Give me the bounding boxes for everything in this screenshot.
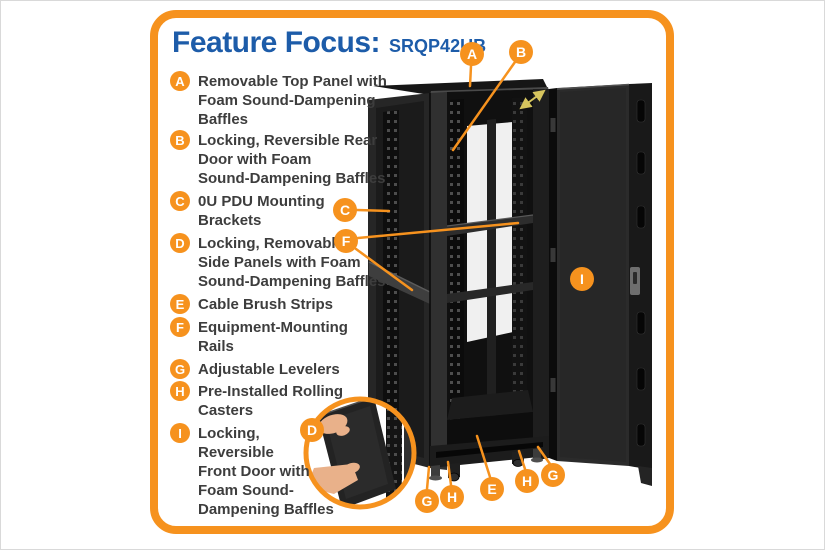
door-lock: [630, 267, 640, 295]
door-swing-arrow: [519, 89, 546, 110]
feature-badge-b: B: [170, 130, 190, 150]
inset-ring: [303, 396, 417, 510]
callout-badge-a: A: [460, 42, 484, 66]
door-hinge: [549, 88, 557, 461]
feature-item-i: I Locking, Reversible Front Door with Fo…: [170, 423, 334, 519]
feature-text-c: 0U PDU Mounting Brackets: [198, 193, 325, 229]
feature-text-h: Pre-Installed Rolling Casters: [198, 383, 344, 419]
callout-line-f-left: [354, 247, 414, 292]
front-right-post: [533, 89, 549, 461]
callout-badge-e: E: [480, 477, 504, 501]
callout-line-g-left: [425, 465, 431, 491]
callout-line-a: [468, 64, 473, 88]
leveler-right: [531, 448, 543, 463]
door-vent-slots: [636, 99, 646, 447]
side-panel-inset: [303, 396, 417, 510]
callout-badge-d: D: [300, 418, 324, 442]
feature-badge-d: D: [170, 233, 190, 253]
callout-lines: [354, 60, 552, 491]
feature-item-g: G Adjustable Levelers: [170, 359, 340, 379]
callout-badge-c: C: [333, 198, 357, 222]
rack-front-door: [549, 83, 652, 486]
callout-badge-g-right: G: [541, 463, 565, 487]
callout-badge-h-left: H: [440, 485, 464, 509]
feature-text-f: Equipment-Mounting Rails: [198, 319, 348, 355]
feature-item-f: F Equipment-Mounting Rails: [170, 317, 348, 356]
feature-text-e: Cable Brush Strips: [198, 296, 334, 313]
feature-text-b: Locking, Reversible Rear Door with Foam …: [198, 132, 386, 187]
callout-line-h-right: [517, 449, 527, 471]
feature-badge-g: G: [170, 359, 190, 379]
leveler-left: [429, 465, 442, 481]
caster-left: [448, 463, 460, 482]
title-text: Feature Focus:: [172, 26, 381, 59]
feature-item-e: E Cable Brush Strips: [170, 294, 334, 314]
feature-text-g: Adjustable Levelers: [198, 361, 340, 378]
feature-item-c: C 0U PDU Mounting Brackets: [170, 191, 325, 230]
feature-item-h: H Pre-Installed Rolling Casters: [170, 381, 344, 420]
feature-text-a: Removable Top Panel with Foam Sound-Damp…: [198, 73, 387, 128]
page-title: Feature Focus: SRQP42UB: [172, 26, 486, 60]
feature-badge-a: A: [170, 71, 190, 91]
rack-floor: [447, 390, 533, 420]
feature-item-b: B Locking, Reversible Rear Door with Foa…: [170, 130, 386, 188]
feature-badge-f: F: [170, 317, 190, 337]
feature-badge-h: H: [170, 381, 190, 401]
callout-badge-i: I: [570, 267, 594, 291]
feature-item-a: A Removable Top Panel with Foam Sound-Da…: [170, 71, 387, 129]
feature-text-d: Locking, Removable Side Panels with Foam…: [198, 235, 386, 290]
feature-badge-i: I: [170, 423, 190, 443]
callout-badge-h-right: H: [515, 469, 539, 493]
callout-line-e: [475, 434, 492, 479]
rack-cabinet: [368, 79, 549, 482]
door-foot: [638, 466, 652, 486]
callout-line-h-left: [446, 460, 453, 487]
callout-line-g-right: [536, 445, 552, 466]
feature-text-i: Locking, Reversible Front Door with Foam…: [198, 425, 334, 518]
feature-badge-c: C: [170, 191, 190, 211]
front-left-post: [430, 92, 447, 470]
callout-badge-b: B: [509, 40, 533, 64]
feature-item-d: D Locking, Removable Side Panels with Fo…: [170, 233, 386, 291]
callout-badge-f: F: [334, 229, 358, 253]
feature-badge-e: E: [170, 294, 190, 314]
callout-line-f-right: [356, 221, 520, 240]
callout-line-b: [451, 60, 517, 152]
side-brace: [369, 262, 430, 304]
callout-line-c: [355, 208, 391, 213]
callout-badge-g-left: G: [415, 489, 439, 513]
cross-bar-lower: [447, 282, 533, 303]
door-edge-strip: [629, 83, 652, 470]
cable-brush-strip: [436, 442, 543, 458]
